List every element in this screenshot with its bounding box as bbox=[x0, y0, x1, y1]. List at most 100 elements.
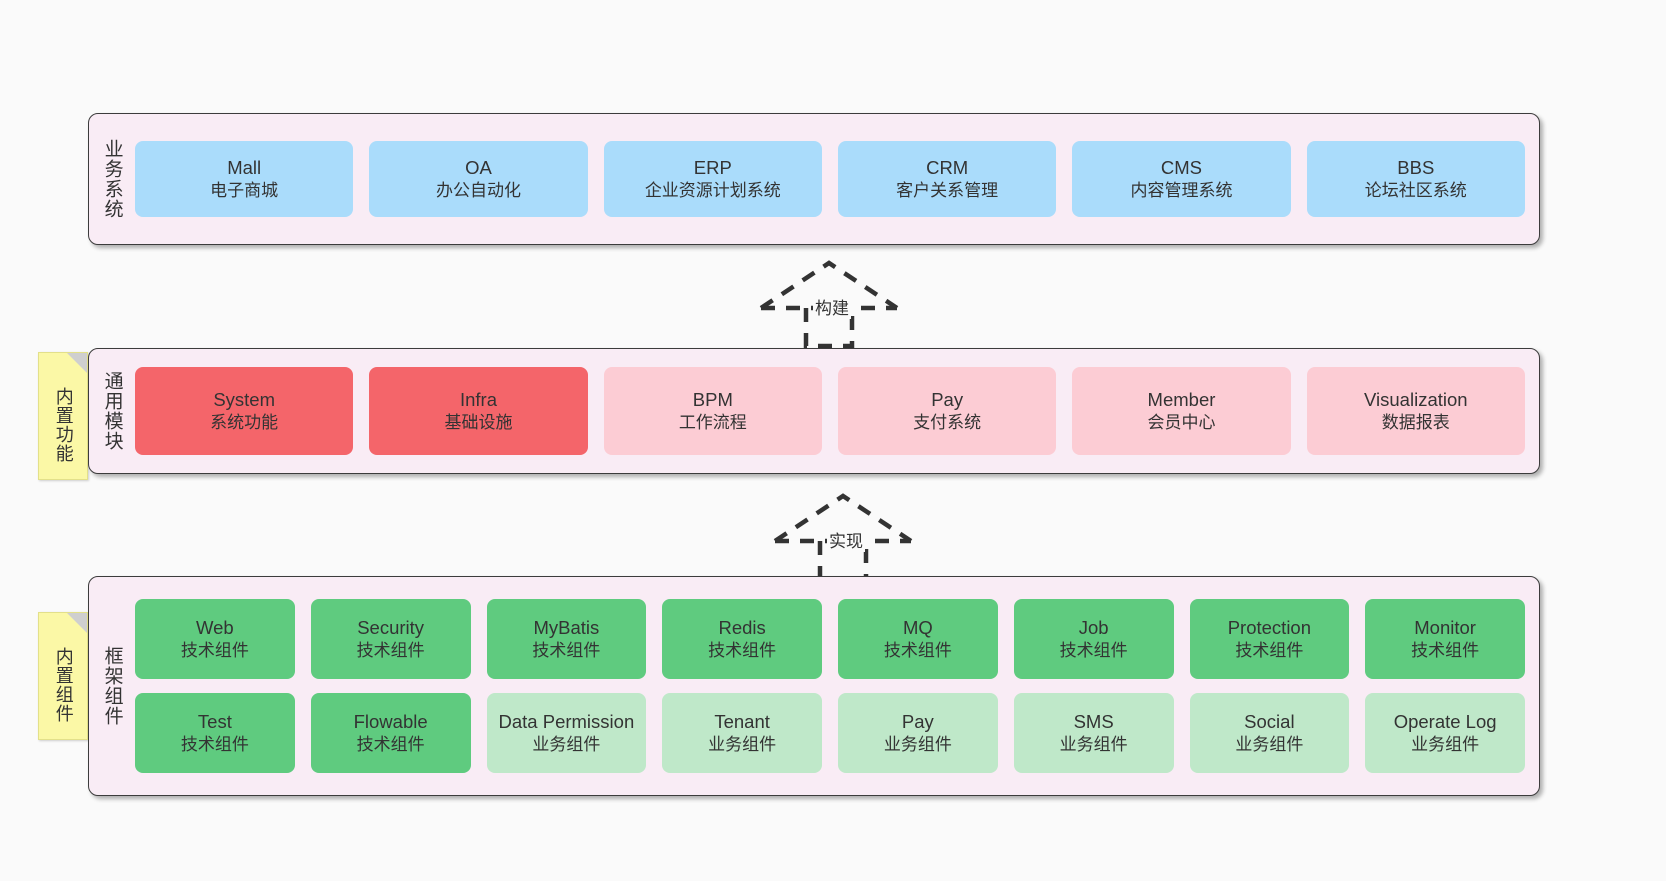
card-title: SMS bbox=[1073, 710, 1114, 732]
card-flowable[interactable]: Flowable 技术组件 bbox=[310, 693, 471, 773]
card-data-permission[interactable]: Data Permission 业务组件 bbox=[486, 693, 647, 773]
card-title: Data Permission bbox=[498, 710, 635, 732]
layer-panel-business-system: 业务系统 Mall 电子商城 OA 办公自动化 ERP 企业资源计划系统 CRM… bbox=[88, 113, 1540, 245]
card-subtitle: 内容管理系统 bbox=[1130, 180, 1233, 200]
layer-body-business-system: Mall 电子商城 OA 办公自动化 ERP 企业资源计划系统 CRM 客户关系… bbox=[135, 114, 1539, 244]
card-title: System bbox=[213, 388, 275, 410]
card-grid: Web 技术组件 Security 技术组件 MyBatis 技术组件 Redi… bbox=[135, 581, 1525, 791]
card-protection[interactable]: Protection 技术组件 bbox=[1189, 599, 1350, 679]
layer-body-framework-component: Web 技术组件 Security 技术组件 MyBatis 技术组件 Redi… bbox=[135, 577, 1539, 795]
note-text: 内置功能 bbox=[53, 387, 74, 463]
card-title: CMS bbox=[1160, 156, 1203, 178]
card-monitor[interactable]: Monitor 技术组件 bbox=[1365, 599, 1525, 679]
card-test[interactable]: Test 技术组件 bbox=[135, 693, 295, 773]
card-title: Test bbox=[197, 710, 232, 732]
card-title: Redis bbox=[718, 616, 766, 638]
card-subtitle: 论坛社区系统 bbox=[1364, 180, 1467, 200]
card-title: BPM bbox=[692, 388, 733, 410]
card-subtitle: 技术组件 bbox=[180, 734, 249, 754]
layer-panel-framework-component: 框架组件 Web 技术组件 Security 技术组件 MyBatis 技术组件 bbox=[88, 576, 1540, 796]
card-subtitle: 技术组件 bbox=[1235, 640, 1304, 660]
card-title: CRM bbox=[926, 156, 969, 178]
note-text: 内置组件 bbox=[53, 647, 74, 723]
card-title: BBS bbox=[1397, 156, 1435, 178]
note-fold-icon bbox=[67, 353, 87, 373]
card-operate-log[interactable]: Operate Log 业务组件 bbox=[1365, 693, 1525, 773]
card-subtitle: 系统功能 bbox=[210, 412, 279, 432]
layer-body-common-module: System 系统功能 Infra 基础设施 BPM 工作流程 Pay 支付系统… bbox=[135, 349, 1539, 473]
card-subtitle: 技术组件 bbox=[883, 640, 952, 660]
card-subtitle: 技术组件 bbox=[1059, 640, 1128, 660]
card-subtitle: 数据报表 bbox=[1381, 412, 1450, 432]
card-tenant[interactable]: Tenant 业务组件 bbox=[662, 693, 822, 773]
note-fold-icon bbox=[67, 613, 87, 633]
card-subtitle: 业务组件 bbox=[883, 734, 952, 754]
card-pay[interactable]: Pay 支付系统 bbox=[837, 367, 1057, 455]
card-bpm[interactable]: BPM 工作流程 bbox=[603, 367, 822, 455]
sticky-note-builtin-function: 内置功能 bbox=[38, 352, 88, 480]
card-title: Pay bbox=[931, 388, 964, 410]
sticky-note-builtin-component: 内置组件 bbox=[38, 612, 88, 740]
card-sms[interactable]: SMS 业务组件 bbox=[1013, 693, 1174, 773]
card-subtitle: 办公自动化 bbox=[435, 180, 521, 200]
card-subtitle: 业务组件 bbox=[532, 734, 601, 754]
card-redis[interactable]: Redis 技术组件 bbox=[662, 599, 822, 679]
card-title: Pay bbox=[901, 710, 934, 732]
card-subtitle: 工作流程 bbox=[678, 412, 747, 432]
card-title: Visualization bbox=[1364, 388, 1468, 410]
card-subtitle: 客户关系管理 bbox=[896, 180, 999, 200]
card-title: Mall bbox=[227, 156, 262, 178]
connector-build-arrow bbox=[756, 258, 902, 349]
card-title: Operate Log bbox=[1393, 710, 1497, 732]
connector-build-label: 构建 bbox=[813, 294, 851, 319]
card-title: Job bbox=[1078, 616, 1109, 638]
card-bbs[interactable]: BBS 论坛社区系统 bbox=[1306, 141, 1525, 217]
card-title: Tenant bbox=[714, 710, 770, 732]
card-subtitle: 电子商城 bbox=[210, 180, 279, 200]
card-member[interactable]: Member 会员中心 bbox=[1072, 367, 1291, 455]
card-job[interactable]: Job 技术组件 bbox=[1013, 599, 1174, 679]
card-oa[interactable]: OA 办公自动化 bbox=[369, 141, 588, 217]
card-title: MQ bbox=[902, 616, 933, 638]
layer-panel-common-module: 通用模块 System 系统功能 Infra 基础设施 BPM 工作流程 Pay… bbox=[88, 348, 1540, 474]
card-visualization[interactable]: Visualization 数据报表 bbox=[1306, 367, 1525, 455]
card-row: System 系统功能 Infra 基础设施 BPM 工作流程 Pay 支付系统… bbox=[135, 367, 1525, 455]
card-web[interactable]: Web 技术组件 bbox=[135, 599, 295, 679]
card-subtitle: 技术组件 bbox=[180, 640, 249, 660]
card-subtitle: 业务组件 bbox=[1411, 734, 1480, 754]
layer-label-business-system: 业务系统 bbox=[101, 139, 123, 219]
card-title: Member bbox=[1147, 388, 1216, 410]
card-title: Web bbox=[196, 616, 234, 638]
card-row: Mall 电子商城 OA 办公自动化 ERP 企业资源计划系统 CRM 客户关系… bbox=[135, 141, 1525, 217]
card-subtitle: 技术组件 bbox=[356, 640, 425, 660]
card-subtitle: 会员中心 bbox=[1147, 412, 1216, 432]
card-title: OA bbox=[465, 156, 492, 178]
card-title: Security bbox=[357, 616, 425, 638]
card-crm[interactable]: CRM 客户关系管理 bbox=[837, 141, 1057, 217]
card-title: Monitor bbox=[1414, 616, 1476, 638]
card-erp[interactable]: ERP 企业资源计划系统 bbox=[603, 141, 822, 217]
card-subtitle: 技术组件 bbox=[1411, 640, 1480, 660]
connector-implement-label: 实现 bbox=[827, 527, 865, 552]
card-security[interactable]: Security 技术组件 bbox=[310, 599, 471, 679]
card-title: MyBatis bbox=[533, 616, 600, 638]
card-mall[interactable]: Mall 电子商城 bbox=[135, 141, 354, 217]
card-system[interactable]: System 系统功能 bbox=[135, 367, 354, 455]
card-row: Web 技术组件 Security 技术组件 MyBatis 技术组件 Redi… bbox=[135, 599, 1525, 679]
card-mq[interactable]: MQ 技术组件 bbox=[838, 599, 998, 679]
card-subtitle: 技术组件 bbox=[356, 734, 425, 754]
card-subtitle: 业务组件 bbox=[708, 734, 777, 754]
layer-label-common-module: 通用模块 bbox=[101, 371, 123, 451]
card-title: Flowable bbox=[353, 710, 428, 732]
card-pay-business[interactable]: Pay 业务组件 bbox=[838, 693, 998, 773]
card-subtitle: 企业资源计划系统 bbox=[644, 180, 781, 200]
card-social[interactable]: Social 业务组件 bbox=[1189, 693, 1350, 773]
card-infra[interactable]: Infra 基础设施 bbox=[369, 367, 588, 455]
card-mybatis[interactable]: MyBatis 技术组件 bbox=[486, 599, 647, 679]
card-subtitle: 业务组件 bbox=[1059, 734, 1128, 754]
card-cms[interactable]: CMS 内容管理系统 bbox=[1072, 141, 1291, 217]
card-subtitle: 技术组件 bbox=[532, 640, 601, 660]
card-title: Protection bbox=[1227, 616, 1312, 638]
card-subtitle: 技术组件 bbox=[708, 640, 777, 660]
